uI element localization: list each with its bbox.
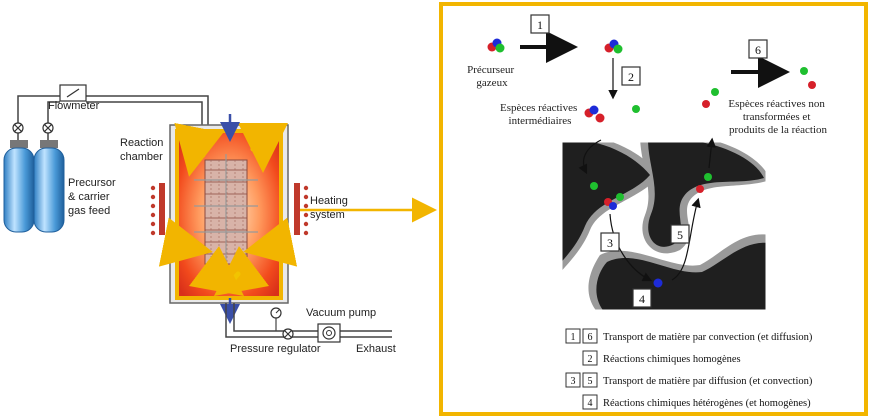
svg-text:Réactions chimiques homogènes: Réactions chimiques homogènes — [603, 354, 741, 365]
legend: 1 6 Transport de matière par convection … — [565, 328, 813, 410]
step-box-1: 1 — [530, 14, 550, 34]
flowmeter-label: Flowmeter — [48, 100, 100, 112]
svg-text:Réactions chimiques hétérogène: Réactions chimiques hétérogènes (et homo… — [603, 398, 811, 409]
precursor-feed-label: Precursor & carrier gas feed — [68, 177, 119, 217]
legend-row-1-6: 1 6 Transport de matière par convection … — [565, 328, 813, 344]
especes-non-transformees-label: Espèces réactives non transformées et pr… — [728, 98, 827, 136]
flowmeter-icon — [59, 84, 87, 102]
vacuum-pump-icon — [317, 323, 341, 343]
svg-text:1: 1 — [537, 18, 543, 32]
svg-text:5: 5 — [677, 228, 683, 242]
svg-text:3: 3 — [607, 236, 613, 250]
pressure-regulator-valve-icon — [282, 328, 294, 340]
step-box-3: 3 — [600, 232, 620, 252]
diffusion-arrows — [578, 137, 717, 282]
intermediate-species — [584, 105, 640, 123]
step-box-2: 2 — [621, 66, 641, 86]
svg-text:6: 6 — [755, 43, 761, 57]
vacuum-pump-label: Vacuum pump — [306, 307, 376, 319]
especes-intermediaires-label: Espèces réactives intermédiaires — [500, 102, 580, 127]
heating-element — [150, 183, 309, 236]
mechanism-panel: Précurseur gazeux 1 2 Espèces réactives — [439, 2, 868, 416]
step-box-6: 6 — [748, 39, 768, 59]
pressure-gauge-icon — [270, 307, 282, 331]
legend-row-3-5: 3 5 Transport de matière par diffusion (… — [565, 372, 813, 388]
porous-substrate — [562, 142, 766, 310]
step-box-4: 4 — [632, 288, 652, 308]
adsorbed-species — [590, 173, 712, 288]
legend-row-4: 4 Réactions chimiques hétérogènes (et ho… — [582, 394, 811, 410]
exiting-species — [702, 67, 816, 108]
reaction-chamber-label: Reaction chamber — [120, 137, 166, 163]
exhaust-label: Exhaust — [356, 343, 396, 355]
precurseur-label: Précurseur gazeux — [467, 64, 517, 89]
svg-text:5: 5 — [588, 376, 593, 387]
legend-row-2: 2 Réactions chimiques homogènes — [582, 350, 741, 366]
svg-text:3: 3 — [571, 376, 576, 387]
svg-text:2: 2 — [628, 70, 634, 84]
svg-text:4: 4 — [639, 292, 645, 306]
molecule-after-step1 — [604, 39, 623, 54]
pressure-regulator-label: Pressure regulator — [230, 343, 321, 355]
cvd-reactor-schematic: Flowmeter Precursor & carrier gas feed — [3, 84, 396, 355]
reaction-chamber — [158, 114, 298, 324]
gas-flow-arrows — [158, 122, 298, 297]
valve-icon — [12, 122, 54, 134]
svg-text:Transport de matière par diffu: Transport de matière par diffusion (et c… — [603, 376, 813, 387]
gas-cylinder-icon — [3, 140, 65, 233]
step-box-5: 5 — [670, 224, 690, 244]
heating-system-label: Heating system — [310, 195, 351, 221]
svg-text:6: 6 — [588, 332, 593, 343]
svg-text:Transport de matière par conve: Transport de matière par convection (et … — [603, 332, 813, 343]
svg-text:2: 2 — [588, 354, 593, 365]
svg-text:4: 4 — [588, 398, 593, 409]
precursor-molecule — [487, 38, 505, 53]
svg-text:1: 1 — [571, 332, 576, 343]
